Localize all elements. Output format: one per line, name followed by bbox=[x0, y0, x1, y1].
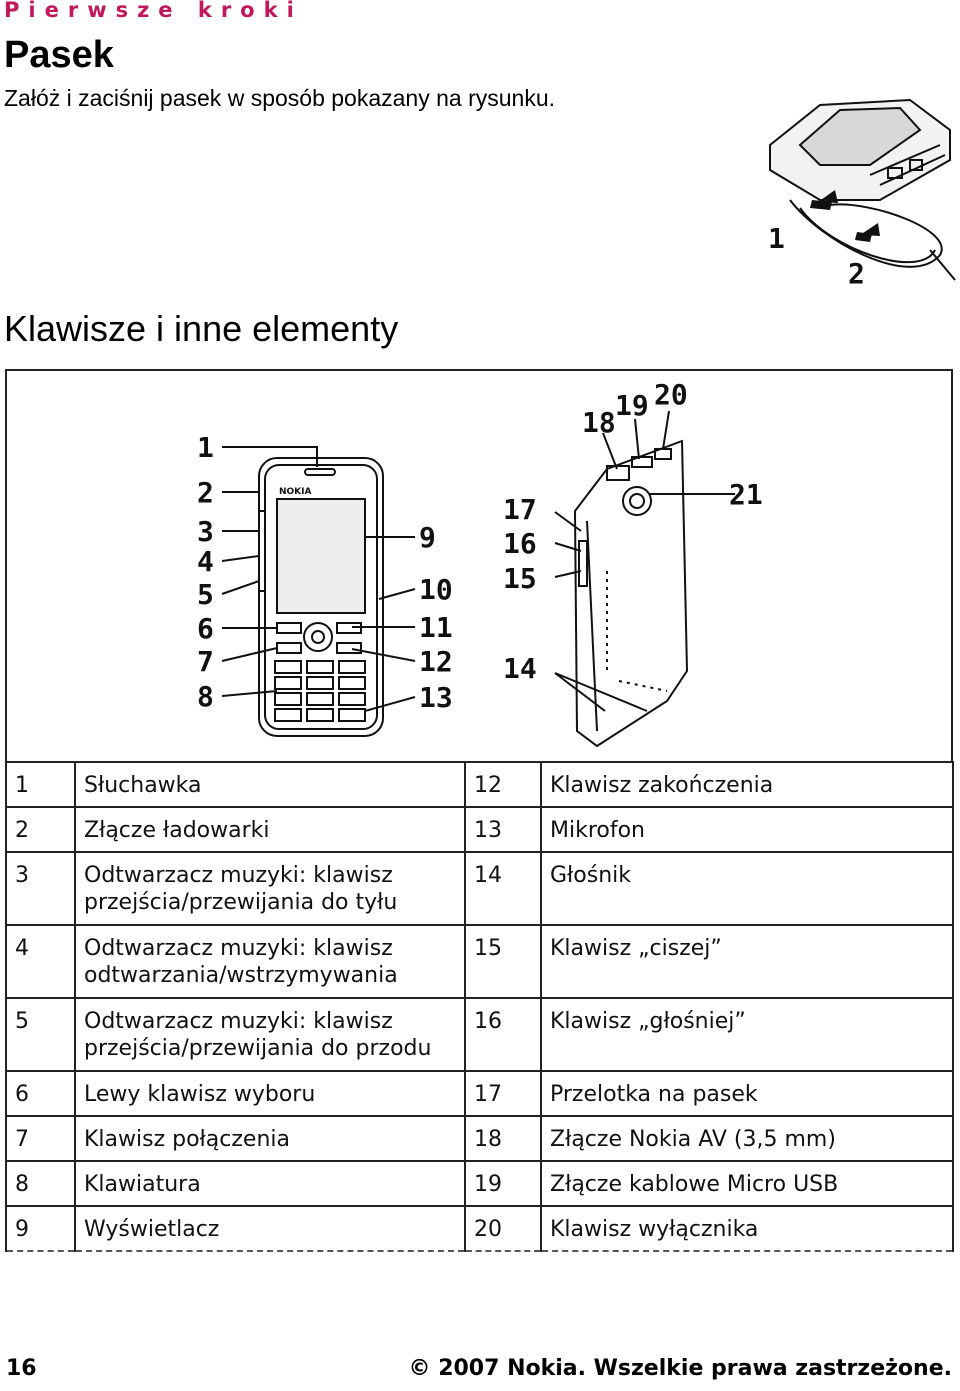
front-phone-brand: NOKIA bbox=[279, 487, 312, 497]
phone-diagram: NOKIA 1 2 3 4 5 6 7 8 9 10 bbox=[197, 378, 763, 748]
back-label-20: 20 bbox=[654, 378, 688, 411]
table-row: 5 Odtwarzacz muzyki: klawisz przejścia/p… bbox=[5, 997, 954, 1072]
legend-num: 16 bbox=[464, 997, 542, 1072]
legend-text: Lewy klawisz wyboru bbox=[74, 1070, 466, 1117]
copyright: © 2007 Nokia. Wszelkie prawa zastrzeżone… bbox=[408, 1356, 952, 1381]
table-row: 2 Złącze ładowarki 13 Mikrofon bbox=[5, 806, 954, 853]
legend-num: 20 bbox=[464, 1205, 542, 1252]
front-label-10: 10 bbox=[419, 573, 453, 606]
legend-text: Klawisz „głośniej” bbox=[540, 997, 954, 1072]
legend-num: 5 bbox=[5, 997, 76, 1072]
table-row: 8 Klawiatura 19 Złącze kablowe Micro USB bbox=[5, 1160, 954, 1207]
legend-num: 17 bbox=[464, 1070, 542, 1117]
legend-text: Złącze ładowarki bbox=[74, 806, 466, 853]
legend-text: Złącze Nokia AV (3,5 mm) bbox=[540, 1115, 954, 1162]
legend-num: 1 bbox=[5, 761, 76, 808]
back-label-21: 21 bbox=[729, 478, 763, 511]
legend-text: Złącze kablowe Micro USB bbox=[540, 1160, 954, 1207]
legend-num: 6 bbox=[5, 1070, 76, 1117]
legend-text: Słuchawka bbox=[74, 761, 466, 808]
legend-text: Przelotka na pasek bbox=[540, 1070, 954, 1117]
front-label-7: 7 bbox=[197, 645, 214, 678]
keys-section-title: Klawisze i inne elementy bbox=[4, 308, 399, 349]
front-label-9: 9 bbox=[419, 521, 436, 554]
front-label-2: 2 bbox=[197, 476, 214, 509]
legend-text: Klawisz „ciszej” bbox=[540, 924, 954, 999]
intro-text: Załóż i zaciśnij pasek w sposób pokazany… bbox=[4, 85, 556, 111]
strap-label-1: 1 bbox=[768, 222, 785, 255]
front-label-12: 12 bbox=[419, 645, 453, 678]
table-row: 7 Klawisz połączenia 18 Złącze Nokia AV … bbox=[5, 1115, 954, 1162]
legend-text: Wyświetlacz bbox=[74, 1205, 466, 1252]
legend-text: Klawiatura bbox=[74, 1160, 466, 1207]
front-label-1: 1 bbox=[197, 431, 214, 464]
table-row: 3 Odtwarzacz muzyki: klawisz przejścia/p… bbox=[5, 851, 954, 926]
legend-num: 12 bbox=[464, 761, 542, 808]
legend-text: Odtwarzacz muzyki: klawisz odtwarzania/w… bbox=[74, 924, 466, 999]
legend-text: Klawisz zakończenia bbox=[540, 761, 954, 808]
table-row: 4 Odtwarzacz muzyki: klawisz odtwarzania… bbox=[5, 924, 954, 999]
legend-text: Odtwarzacz muzyki: klawisz przejścia/prz… bbox=[74, 997, 466, 1072]
section-header: Pierwsze kroki bbox=[4, 0, 303, 22]
front-label-6: 6 bbox=[197, 612, 214, 645]
strap-label-2: 2 bbox=[848, 257, 865, 290]
table-row: 6 Lewy klawisz wyboru 17 Przelotka na pa… bbox=[5, 1070, 954, 1117]
back-label-17: 17 bbox=[503, 493, 537, 526]
legend-num: 2 bbox=[5, 806, 76, 853]
legend-text: Klawisz wyłącznika bbox=[540, 1205, 954, 1252]
page-title: Pasek bbox=[4, 34, 114, 76]
legend-num: 15 bbox=[464, 924, 542, 999]
front-label-11: 11 bbox=[419, 611, 453, 644]
phone-figure: NOKIA 1 2 3 4 5 6 7 8 9 10 bbox=[5, 369, 953, 761]
back-labels: 18 19 20 21 17 16 15 14 bbox=[503, 378, 763, 685]
back-phone bbox=[573, 439, 689, 748]
table-row: 9 Wyświetlacz 20 Klawisz wyłącznika bbox=[5, 1205, 954, 1252]
front-label-8: 8 bbox=[197, 680, 214, 713]
legend-num: 4 bbox=[5, 924, 76, 999]
back-label-19: 19 bbox=[615, 389, 649, 422]
legend-num: 13 bbox=[464, 806, 542, 853]
page-number: 16 bbox=[6, 1356, 37, 1381]
legend-num: 7 bbox=[5, 1115, 76, 1162]
legend-num: 19 bbox=[464, 1160, 542, 1207]
table-row: 1 Słuchawka 12 Klawisz zakończenia bbox=[5, 761, 954, 808]
front-labels: 1 2 3 4 5 6 7 8 9 10 11 12 13 bbox=[197, 431, 453, 714]
front-label-5: 5 bbox=[197, 578, 214, 611]
legend-num: 3 bbox=[5, 851, 76, 926]
front-label-4: 4 bbox=[197, 545, 214, 578]
back-label-16: 16 bbox=[503, 527, 537, 560]
legend-text: Mikrofon bbox=[540, 806, 954, 853]
back-label-18: 18 bbox=[582, 406, 616, 439]
legend-num: 9 bbox=[5, 1205, 76, 1252]
legend-text: Odtwarzacz muzyki: klawisz przejścia/prz… bbox=[74, 851, 466, 926]
legend-num: 14 bbox=[464, 851, 542, 926]
back-label-14: 14 bbox=[503, 652, 537, 685]
front-phone bbox=[258, 457, 384, 737]
back-label-15: 15 bbox=[503, 562, 537, 595]
legend-table: 1 Słuchawka 12 Klawisz zakończenia 2 Złą… bbox=[5, 761, 954, 1252]
legend-text: Klawisz połączenia bbox=[74, 1115, 466, 1162]
strap-illustration: 1 2 bbox=[768, 98, 956, 290]
legend-text: Głośnik bbox=[540, 851, 954, 926]
legend-num: 18 bbox=[464, 1115, 542, 1162]
front-label-13: 13 bbox=[419, 681, 453, 714]
front-label-3: 3 bbox=[197, 515, 214, 548]
legend-num: 8 bbox=[5, 1160, 76, 1207]
